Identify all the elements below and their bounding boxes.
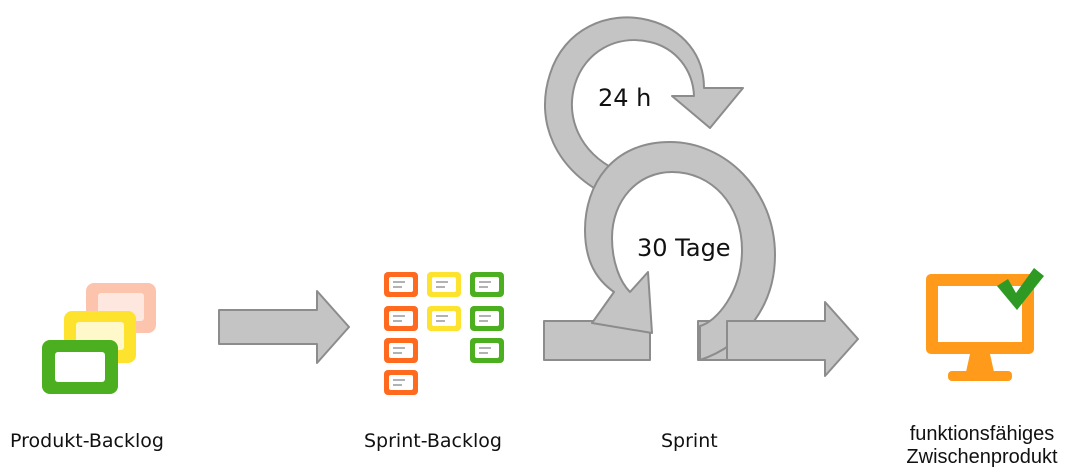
check-icon xyxy=(997,268,1044,310)
task-card xyxy=(470,306,504,331)
task-card xyxy=(384,338,418,363)
stacked-cards-icon xyxy=(42,283,156,394)
sprint-backlog-label: Sprint-Backlog xyxy=(364,430,502,452)
result-label: funktionsfähiges Zwischenprodukt xyxy=(878,423,1086,469)
task-card xyxy=(384,306,418,331)
daily-loop-arrow xyxy=(543,16,744,199)
flow-arrow-2 xyxy=(726,301,859,377)
task-card xyxy=(470,338,504,363)
task-card xyxy=(384,272,418,297)
daily-cycle-label: 24 h xyxy=(598,84,652,112)
task-card xyxy=(384,370,418,395)
task-card xyxy=(470,272,504,297)
task-board-icon xyxy=(384,272,504,395)
sprint-length-label: 30 Tage xyxy=(637,234,731,262)
sprint-label: Sprint xyxy=(661,430,718,452)
flow-arrow-1 xyxy=(218,290,350,364)
result-label-line1: funktionsfähiges xyxy=(909,423,1055,445)
monitor-check-icon xyxy=(926,268,1044,381)
product-backlog-label: Produkt-Backlog xyxy=(10,430,164,452)
task-card xyxy=(427,272,461,297)
result-label-line2: Zwischenprodukt xyxy=(906,446,1058,468)
sprint-loop-arrow xyxy=(543,141,776,361)
task-card xyxy=(427,306,461,331)
